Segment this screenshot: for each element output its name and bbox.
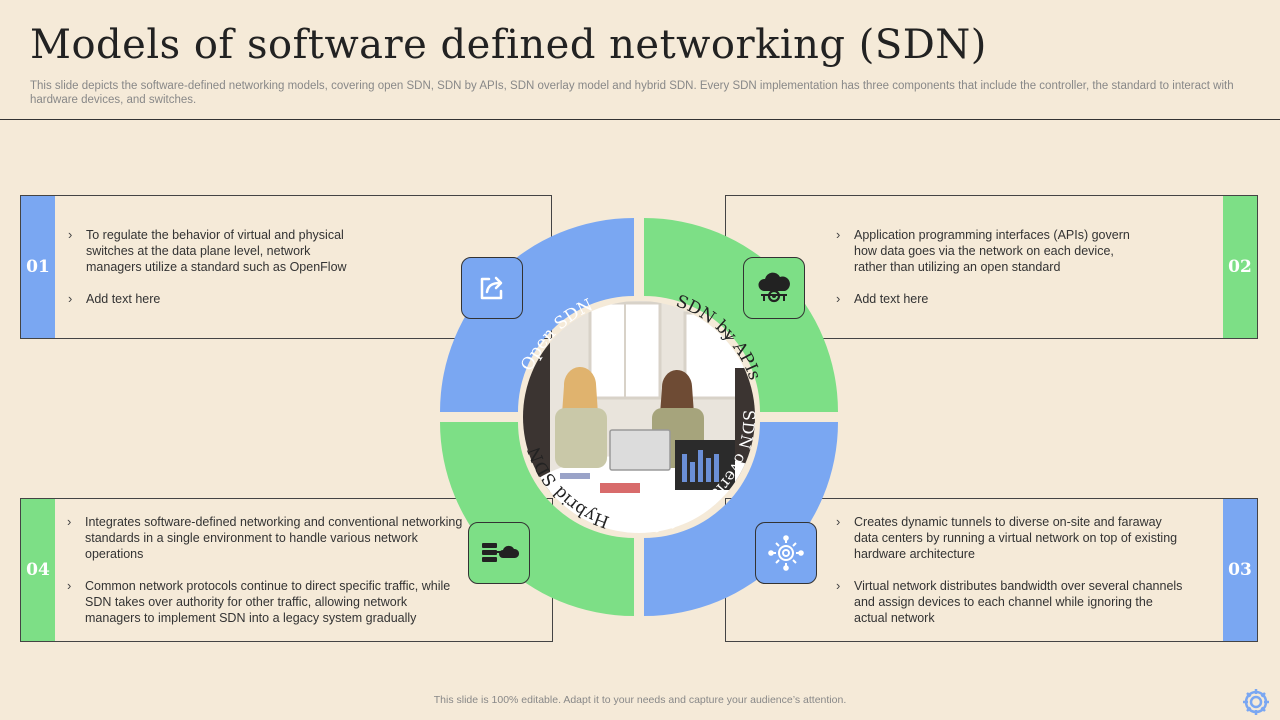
slide-title: Models of software defined networking (S… (30, 22, 987, 68)
sdn-overlay-icon-box (755, 522, 817, 584)
bullet-item: Common network protocols continue to dir… (65, 578, 465, 626)
model-bullets: Creates dynamic tunnels to diverse on-si… (834, 514, 1189, 642)
bullet-item: Creates dynamic tunnels to diverse on-si… (834, 514, 1189, 562)
model-card-hybrid-sdn: 04 Integrates software-defined networkin… (20, 498, 553, 642)
bullet-item: Integrates software-defined networking a… (65, 514, 465, 562)
server-cloud-icon (482, 543, 519, 562)
segment-sdn-by-apis (644, 218, 838, 412)
gear-icon (1243, 689, 1269, 715)
hybrid-sdn-icon-box (468, 522, 530, 584)
share-arrow-icon (480, 276, 503, 300)
bullet-item: To regulate the behavior of virtual and … (66, 227, 366, 275)
gear-network-icon (768, 535, 804, 571)
model-bullets: Application programming interfaces (APIs… (834, 227, 1144, 323)
model-number-tab: 02 (1223, 196, 1257, 338)
segment-hybrid-sdn (440, 422, 634, 616)
model-bullets: Integrates software-defined networking a… (65, 514, 465, 642)
bullet-item: Virtual network distributes bandwidth ov… (834, 578, 1189, 626)
cloud-network-icon (758, 272, 790, 303)
model-number-tab: 04 (21, 499, 55, 641)
bullet-item: Add text here (66, 291, 366, 307)
model-card-sdn-overlay: 03 Creates dynamic tunnels to diverse on… (725, 498, 1258, 642)
open-sdn-icon-box (461, 257, 523, 319)
bullet-item: Add text here (834, 291, 1144, 307)
sdn-model-wheel: Open SDN SDN by APIs SDN overlay model H… (440, 218, 838, 616)
model-bullets: To regulate the behavior of virtual and … (66, 227, 366, 323)
bullet-item: Application programming interfaces (APIs… (834, 227, 1144, 275)
model-number-tab: 03 (1223, 499, 1257, 641)
slide-subtitle: This slide depicts the software-defined … (30, 80, 1234, 106)
segment-sdn-overlay (644, 422, 838, 616)
model-card-sdn-by-apis: 02 Application programming interfaces (A… (725, 195, 1258, 339)
sdn-by-apis-icon-box (743, 257, 805, 319)
title-divider (0, 119, 1280, 120)
model-number-tab: 01 (21, 196, 55, 338)
slide-footer-note: This slide is 100% editable. Adapt it to… (433, 694, 847, 706)
segment-open-sdn (440, 218, 634, 412)
